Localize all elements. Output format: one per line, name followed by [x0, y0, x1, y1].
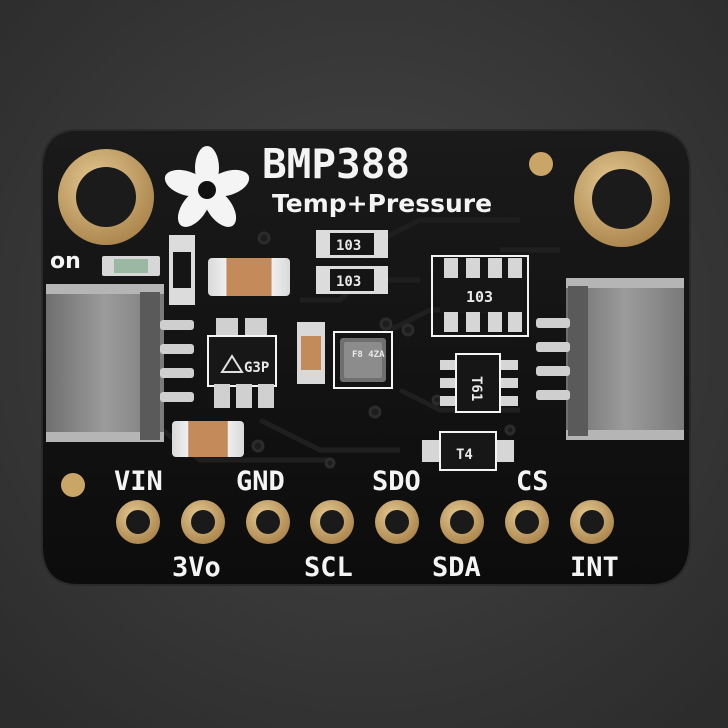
header-pad: [440, 500, 484, 544]
capacitor-small: [297, 322, 325, 384]
voltage-regulator: G3P: [207, 318, 277, 408]
header-pads: [116, 500, 614, 544]
header-pad: [310, 500, 354, 544]
resistor-2-label: 103: [336, 274, 361, 290]
vias: [61, 152, 553, 497]
capacitor-bottom: [172, 421, 244, 457]
resistor-2: 103: [316, 266, 388, 294]
pin-label-gnd: GND: [236, 466, 285, 497]
resistor-network-label: 103: [466, 288, 493, 306]
pin-label-cs: CS: [516, 466, 549, 497]
header-pad: [116, 500, 160, 544]
level-shifter-ic: T61: [440, 353, 518, 413]
header-pad: [570, 500, 614, 544]
pin-label-3vo: 3Vo: [172, 552, 221, 583]
pin-label-int: INT: [570, 552, 619, 583]
diode-label: T4: [456, 447, 473, 463]
adafruit-flower-logo: [164, 146, 250, 227]
pin-label-sda: SDA: [432, 552, 481, 583]
resistor-network: 103: [431, 255, 529, 337]
pin-label-vin: VIN: [114, 466, 163, 497]
mounting-hole-right: [574, 151, 670, 247]
capacitor-top: [208, 258, 290, 296]
board-subtitle: Temp+Pressure: [272, 189, 492, 218]
stemma-connector-right: [536, 278, 684, 440]
resistor-vertical: [169, 235, 195, 305]
header-pad: [181, 500, 225, 544]
resistor-1: 103: [316, 230, 388, 258]
header-pad: [375, 500, 419, 544]
pin-label-sdo: SDO: [372, 466, 421, 497]
stemma-connector-left: [46, 284, 194, 442]
regulator-label: G3P: [244, 360, 269, 376]
mounting-hole-left: [58, 149, 154, 245]
power-led: [102, 256, 160, 276]
led-label: on: [50, 249, 81, 274]
resistor-1-label: 103: [336, 238, 361, 254]
sensor-label: F8 4ZA: [352, 350, 385, 360]
header-pad: [505, 500, 549, 544]
diode: T4: [422, 431, 514, 471]
board-title: BMP388: [262, 140, 410, 188]
ic-label: T61: [468, 376, 484, 401]
header-pad: [246, 500, 290, 544]
pin-label-scl: SCL: [304, 552, 353, 583]
bmp388-sensor: F8 4ZA: [333, 331, 393, 389]
